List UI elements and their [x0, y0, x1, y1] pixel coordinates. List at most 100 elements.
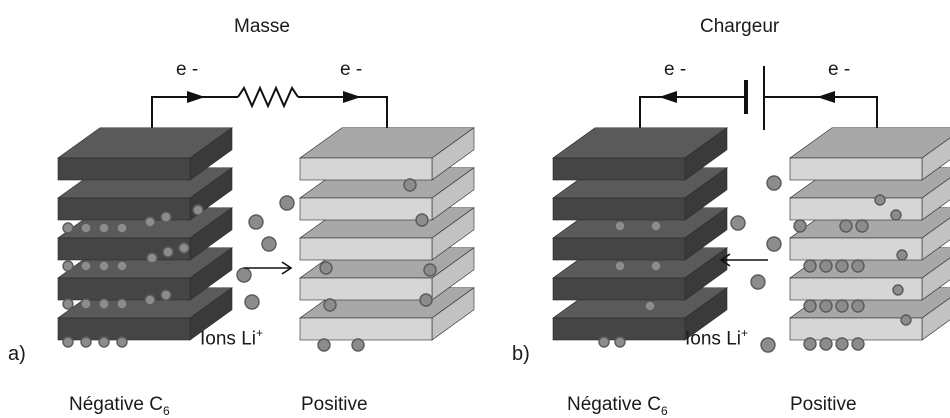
- panel-a-free-ion: [261, 236, 277, 252]
- panel-a-electron-left-label: e -: [176, 59, 199, 80]
- panel-b-positive-ion: [874, 194, 886, 206]
- panel-a-positive-ion: [415, 213, 429, 227]
- panel-b-electron-arrow-right: [817, 91, 835, 103]
- panel-a-negative-ion: [160, 289, 172, 301]
- panel-a-negative-ion: [98, 222, 110, 234]
- panel-b-negative-ion: [650, 260, 662, 272]
- panel-b-negative-ion: [650, 220, 662, 232]
- panel-b-negative-electrode: [552, 127, 728, 341]
- panel-b-positive-ion: [803, 299, 817, 313]
- panel-b-device-label: Chargeur: [700, 16, 780, 37]
- panel-a-negative-ion: [62, 222, 74, 234]
- panel-a-negative-label: Négative C6: [69, 395, 170, 417]
- panel-b-positive-plate: [789, 127, 950, 181]
- panel-b-ion-arrowhead: [719, 253, 731, 267]
- panel-b-positive-ion: [851, 337, 865, 351]
- panel-a-negative-ion: [62, 298, 74, 310]
- panel-a-positive-ion: [351, 338, 365, 352]
- panel-a-negative-text: Négative C: [69, 394, 163, 415]
- panel-a-negative-ion: [80, 222, 92, 234]
- panel-a-negative-ion: [116, 260, 128, 272]
- panel-a-electron-arrow-left: [187, 91, 205, 103]
- panel-a-negative-ion: [162, 246, 174, 258]
- panel-a-electron-right-label: e -: [340, 59, 363, 80]
- panel-a-negative-ion: [62, 336, 74, 348]
- panel-a-negative-ion: [160, 211, 172, 223]
- panel-b-positive-ion: [896, 249, 908, 261]
- panel-b-positive-ion: [839, 219, 853, 233]
- panel-a-free-ion: [248, 214, 264, 230]
- panel-b-positive-ion: [835, 337, 849, 351]
- panel-a-ion-arrowhead: [281, 261, 293, 275]
- panel-b: [552, 66, 950, 353]
- panel-a-negative-ion: [116, 222, 128, 234]
- panel-b-ions-text: Ions Li: [685, 328, 741, 350]
- panel-b-positive-ion: [803, 259, 817, 273]
- panel-b-free-ion: [766, 175, 782, 191]
- panel-a-free-ion: [244, 294, 260, 310]
- panel-a-negative-ion: [144, 216, 156, 228]
- panel-b-ions-charge: +: [740, 326, 748, 340]
- panel-a-positive-plate: [299, 127, 475, 181]
- panel-b-positive-ion: [855, 219, 869, 233]
- panel-b-free-ion: [730, 215, 746, 231]
- panel-a-positive-plate-front: [299, 197, 433, 221]
- panel-b-positive-ion: [819, 259, 833, 273]
- panel-b-positive-ion: [793, 219, 807, 233]
- panel-b-electron-right-label: e -: [828, 59, 851, 80]
- panel-b-positive-ion: [819, 337, 833, 351]
- panel-a-negative-ion: [62, 260, 74, 272]
- panel-a-positive-label: Positive: [301, 394, 368, 415]
- panel-a-negative-ion: [98, 298, 110, 310]
- panel-a-negative-ion: [116, 298, 128, 310]
- panel-a-electrolyte-ions: [236, 195, 295, 310]
- panel-a-negative-plate-front: [57, 237, 191, 261]
- panel-a-positive-plate-front: [299, 277, 433, 301]
- panel-a-negative-ion: [98, 260, 110, 272]
- panel-a-negative-ion: [80, 260, 92, 272]
- panel-a-positive-plate-front: [299, 317, 433, 341]
- panel-b-negative-ions: [598, 220, 662, 348]
- panel-a-negative-sub: 6: [163, 403, 170, 418]
- panel-a-positive-ions: [317, 178, 437, 352]
- panel-b-free-ion: [766, 236, 782, 252]
- panel-b-free-ion: [750, 274, 766, 290]
- panel-a-negative-ions: [62, 204, 204, 348]
- panel-a-positive-ion: [419, 293, 433, 307]
- panel-a-negative-ion: [98, 336, 110, 348]
- panel-b-negative-ion: [644, 300, 656, 312]
- panel-b-positive-ion: [835, 259, 849, 273]
- panel-b-positive-ion: [890, 209, 902, 221]
- panel-a-negative-ion: [146, 252, 158, 264]
- panel-b-positive-electrode: [789, 127, 950, 341]
- panel-b-free-ion: [760, 337, 776, 353]
- panel-b-negative-text: Négative C: [567, 394, 661, 415]
- resistor-icon: [237, 85, 299, 109]
- panel-a-tag: a): [8, 343, 26, 365]
- panel-b-negative-plate-front: [552, 277, 686, 301]
- panel-a-positive-plate-front: [299, 157, 433, 181]
- panel-b-positive-ion: [900, 314, 912, 326]
- panel-b-negative-ion: [614, 220, 626, 232]
- panel-b-negative-ion: [598, 336, 610, 348]
- panel-b-negative-plate-front: [552, 237, 686, 261]
- panel-a-device-label: Masse: [234, 16, 290, 37]
- panel-b-tag: b): [512, 343, 530, 365]
- panel-a-negative-plate-front: [57, 197, 191, 221]
- panel-a-negative-ion: [178, 242, 190, 254]
- panel-a-positive-ion: [423, 263, 437, 277]
- panel-a-negative-ion: [80, 298, 92, 310]
- panel-b-negative-plate-front: [552, 197, 686, 221]
- panel-a-positive-ion: [317, 338, 331, 352]
- panel-a-negative-ion: [144, 294, 156, 306]
- panel-a-free-ion: [279, 195, 295, 211]
- panel-b-positive-plate-front: [789, 197, 923, 221]
- panel-b-positive-plate-front: [789, 157, 923, 181]
- panel-a: [57, 85, 475, 352]
- panel-b-negative-plate: [552, 127, 728, 181]
- panel-a-positive-ion: [403, 178, 417, 192]
- panel-a-positive-ion: [323, 298, 337, 312]
- panel-b-negative-ion: [614, 260, 626, 272]
- panel-b-positive-ion: [851, 259, 865, 273]
